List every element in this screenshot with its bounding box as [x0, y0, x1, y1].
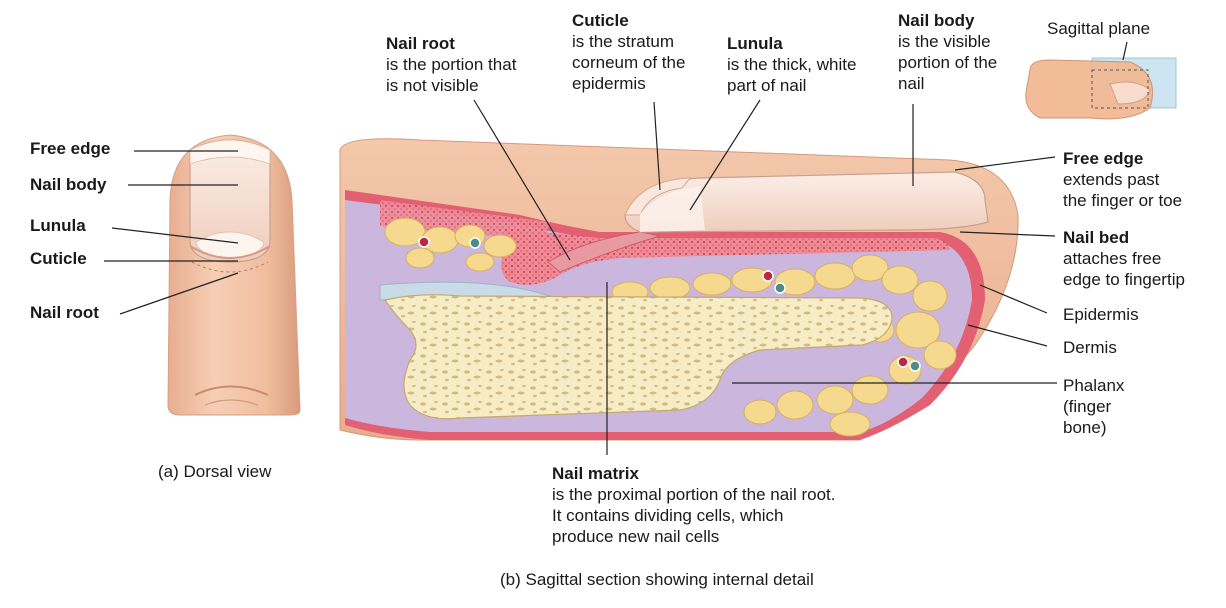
sagittal-plane-inset: [1025, 41, 1177, 120]
nail-bed-desc-1: attaches free: [1063, 249, 1162, 268]
lunula-title: Lunula: [727, 34, 783, 53]
dorsal-label-free-edge: Free edge: [30, 139, 111, 158]
nail-root-desc-2: is not visible: [386, 76, 479, 95]
lunula-desc-1: is the thick, white: [727, 55, 857, 74]
label-nail-bed: Nail bed attaches free edge to fingertip: [1063, 227, 1185, 290]
label-phalanx: Phalanx (finger bone): [1063, 375, 1124, 438]
label-epidermis: Epidermis: [1063, 305, 1139, 324]
label-nail-matrix: Nail matrix is the proximal portion of t…: [552, 463, 835, 547]
dorsal-caption: (a) Dorsal view: [158, 462, 272, 481]
nail-body-desc-1: is the visible: [898, 32, 991, 51]
nail-matrix-title: Nail matrix: [552, 464, 639, 483]
dorsal-label-nail-root: Nail root: [30, 303, 99, 322]
sagittal-leader-lines: [473, 99, 1057, 455]
label-nail-body: Nail body is the visible portion of the …: [898, 10, 997, 94]
phalanx-line-1: Phalanx: [1063, 376, 1125, 395]
cuticle-desc-3: epidermis: [572, 74, 646, 93]
dorsal-label-lunula: Lunula: [30, 216, 86, 235]
nail-body-title: Nail body: [898, 11, 975, 30]
nail-root-desc-1: is the portion that: [386, 55, 517, 74]
nail-matrix-desc-3: produce new nail cells: [552, 527, 720, 546]
nail-root-title: Nail root: [386, 34, 455, 53]
nail-bed-desc-2: edge to fingertip: [1063, 270, 1185, 289]
nail-body-desc-2: portion of the: [898, 53, 998, 72]
nail-bed-title: Nail bed: [1063, 228, 1130, 247]
phalanx-line-3: bone): [1063, 418, 1107, 437]
cuticle-title: Cuticle: [572, 11, 629, 30]
phalanx-line-2: (finger: [1063, 397, 1112, 416]
label-nail-root: Nail root is the portion that is not vis…: [386, 33, 516, 96]
nail-matrix-desc-1: is the proximal portion of the nail root…: [552, 485, 836, 504]
blood-vessels: [418, 236, 921, 372]
cuticle-desc-2: corneum of the: [572, 53, 686, 72]
dorsal-label-cuticle: Cuticle: [30, 249, 87, 268]
free-edge-title: Free edge: [1063, 149, 1144, 168]
label-free-edge: Free edge extends past the finger or toe: [1063, 148, 1182, 211]
free-edge-desc-2: the finger or toe: [1063, 191, 1183, 210]
free-edge-desc-1: extends past: [1063, 170, 1160, 189]
sagittal-section: [339, 138, 1019, 441]
cuticle-desc-1: is the stratum: [572, 32, 675, 51]
label-dermis: Dermis: [1063, 338, 1117, 357]
label-cuticle: Cuticle is the stratum corneum of the ep…: [572, 10, 685, 94]
lunula-desc-2: part of nail: [727, 76, 807, 95]
inset-label-sagittal-plane: Sagittal plane: [1047, 19, 1151, 38]
sagittal-caption: (b) Sagittal section showing internal de…: [500, 570, 814, 589]
nail-matrix-desc-2: It contains dividing cells, which: [552, 506, 784, 525]
dorsal-leader-lines: [104, 150, 239, 315]
label-lunula: Lunula is the thick, white part of nail: [727, 33, 856, 96]
dorsal-label-nail-body: Nail body: [30, 175, 107, 194]
nail-body-desc-3: nail: [898, 74, 925, 93]
